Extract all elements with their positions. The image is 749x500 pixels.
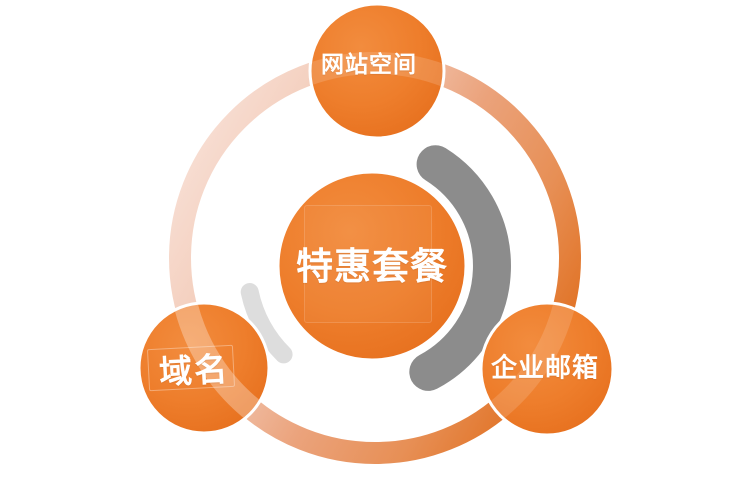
node-circle-website-space bbox=[308, 2, 446, 140]
center-node-label: 特惠套餐 bbox=[296, 245, 448, 288]
node-circle-enterprise-email bbox=[479, 301, 615, 437]
node-label-enterprise-email: 企业邮箱 bbox=[490, 353, 600, 384]
node-label-website-space: 网站空间 bbox=[321, 52, 417, 78]
shadow-streak-left bbox=[240, 283, 293, 364]
shadow-swoosh-right bbox=[409, 145, 511, 391]
node-label-domain-name: 域名 bbox=[158, 349, 231, 392]
ring-highlight-overlays bbox=[168, 52, 581, 435]
node-circle-domain-name bbox=[137, 301, 271, 435]
node-circle-special-package bbox=[276, 170, 468, 362]
ring-highlight-top bbox=[310, 52, 444, 138]
